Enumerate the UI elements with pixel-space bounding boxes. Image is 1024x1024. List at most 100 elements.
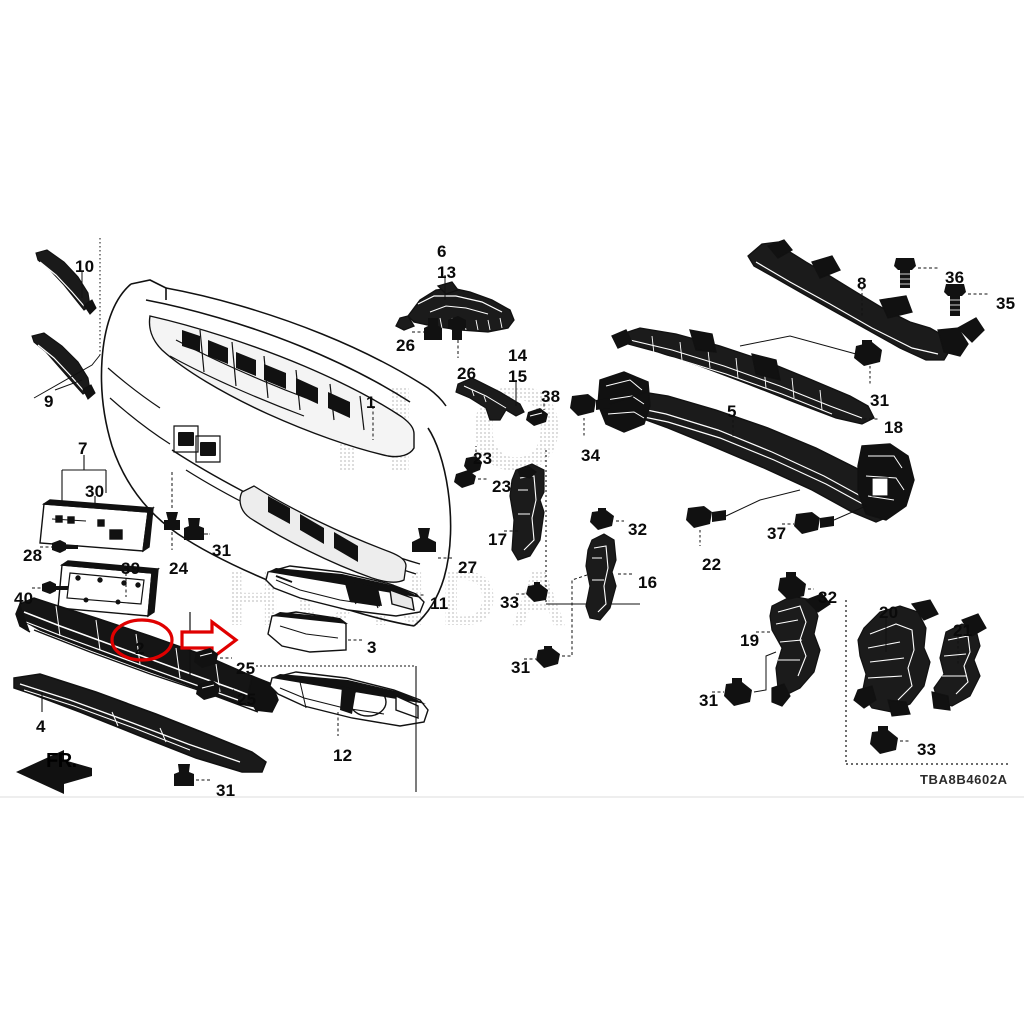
part-36-bolt (894, 258, 916, 288)
callout-37: 37 (767, 524, 787, 543)
part-26-bolt-a (424, 318, 442, 340)
callout-34: 34 (581, 446, 601, 465)
part-38-bolt (526, 408, 548, 426)
part-37-bolt (794, 512, 834, 534)
callout-13: 13 (437, 263, 457, 282)
part-14-15-bracket (455, 377, 525, 421)
callout-23: 23 (492, 477, 512, 496)
callout-36: 36 (945, 268, 965, 287)
part-33-clip-b (870, 726, 898, 754)
callout-5: 5 (727, 402, 737, 421)
callout-26: 26 (396, 336, 416, 355)
part-31-clip-e (724, 678, 752, 706)
leader-34 (583, 391, 647, 438)
callout-28: 28 (23, 546, 43, 565)
part-31-clip-b (174, 764, 194, 786)
part-12-fog-garnish (269, 671, 429, 727)
part-19-bracket (769, 593, 831, 707)
part-22-bolt (686, 506, 726, 528)
callout-6: 6 (437, 242, 447, 261)
callout-30: 30 (85, 482, 105, 501)
callout-10: 10 (75, 257, 95, 276)
part-31-clip-a (184, 518, 204, 540)
part-26-bolt-b (448, 316, 466, 340)
leader-9 (54, 379, 83, 391)
callout-31: 31 (216, 781, 236, 800)
part-23-clip-b (454, 470, 476, 488)
group-box-20-21 (845, 600, 1008, 765)
callout-20: 20 (879, 603, 899, 622)
part-39-plate-frame (57, 560, 161, 618)
callout-4: 4 (36, 717, 46, 736)
fr-direction-label: FR. (46, 750, 77, 772)
callout-3: 3 (367, 638, 377, 657)
part-31-clip-c (536, 646, 560, 668)
callout-19: 19 (740, 631, 760, 650)
leader-37 (782, 505, 867, 525)
callout-25: 25 (237, 690, 257, 709)
part-3-lower-garnish (267, 611, 348, 653)
callout-25: 25 (236, 659, 256, 678)
fr-direction-arrow (16, 750, 92, 794)
part-31-clip-d (854, 340, 882, 366)
leader-31e (712, 651, 777, 693)
callout-33: 33 (917, 740, 937, 759)
part-32-clip-b (778, 572, 806, 600)
leader-31c (524, 573, 591, 660)
callout-18: 18 (884, 418, 904, 437)
part-27-clip (412, 528, 436, 552)
callout-32: 32 (818, 588, 838, 607)
part-33-clip-a (526, 582, 548, 602)
part-10-upper-moulding (35, 249, 97, 315)
highlighted-callout-2: 2 (135, 639, 145, 658)
callout-21: 21 (953, 621, 973, 640)
part-24-clip (164, 512, 180, 530)
callout-35: 35 (996, 294, 1016, 313)
highlight-ellipse-part-2 (110, 618, 174, 662)
part-8-upper-beam (747, 239, 985, 361)
callout-1: 1 (366, 393, 376, 412)
callout-31: 31 (870, 391, 890, 410)
callout-38: 38 (541, 387, 561, 406)
callout-31: 31 (511, 658, 531, 677)
callout-31: 31 (212, 541, 232, 560)
part-9-lower-moulding (31, 332, 96, 400)
callout-15: 15 (508, 367, 528, 386)
callout-12: 12 (333, 746, 353, 765)
part-2-front-grille (15, 597, 279, 713)
part-34-bolt (570, 394, 610, 416)
callout-33: 33 (500, 593, 520, 612)
callout-40: 40 (14, 589, 34, 608)
leader-10 (33, 238, 101, 399)
callout-17: 17 (488, 530, 508, 549)
part-32-clip-a (590, 508, 614, 530)
part-20-bracket (853, 599, 939, 717)
part-16-bracket (585, 533, 617, 621)
part-18-absorber (611, 327, 875, 425)
callout-22: 22 (702, 555, 722, 574)
callout-14: 14 (508, 346, 528, 365)
callout-24: 24 (169, 559, 189, 578)
part-21-bracket (931, 613, 987, 711)
callout-11: 11 (430, 594, 449, 613)
highlight-arrow (180, 618, 239, 662)
callout-8: 8 (857, 274, 867, 293)
callout-16: 16 (638, 573, 658, 592)
callout-27: 27 (458, 558, 478, 577)
callout-31: 31 (699, 691, 719, 710)
part-5-bumper-beam (597, 371, 915, 523)
callout-32: 32 (628, 520, 648, 539)
leader-31d (739, 335, 871, 384)
part-40-bolt (42, 581, 68, 594)
part-25-clip-b (196, 680, 220, 700)
callout-23: 23 (473, 449, 493, 468)
leader-22 (699, 489, 801, 546)
part-7-license-bracket (39, 499, 155, 553)
part-28-bolt (52, 540, 78, 553)
part-25-clip-a (194, 648, 218, 668)
callout-7: 7 (78, 439, 88, 458)
part-17-side-bracket (509, 463, 545, 561)
part-11-fog-garnish (265, 565, 425, 617)
